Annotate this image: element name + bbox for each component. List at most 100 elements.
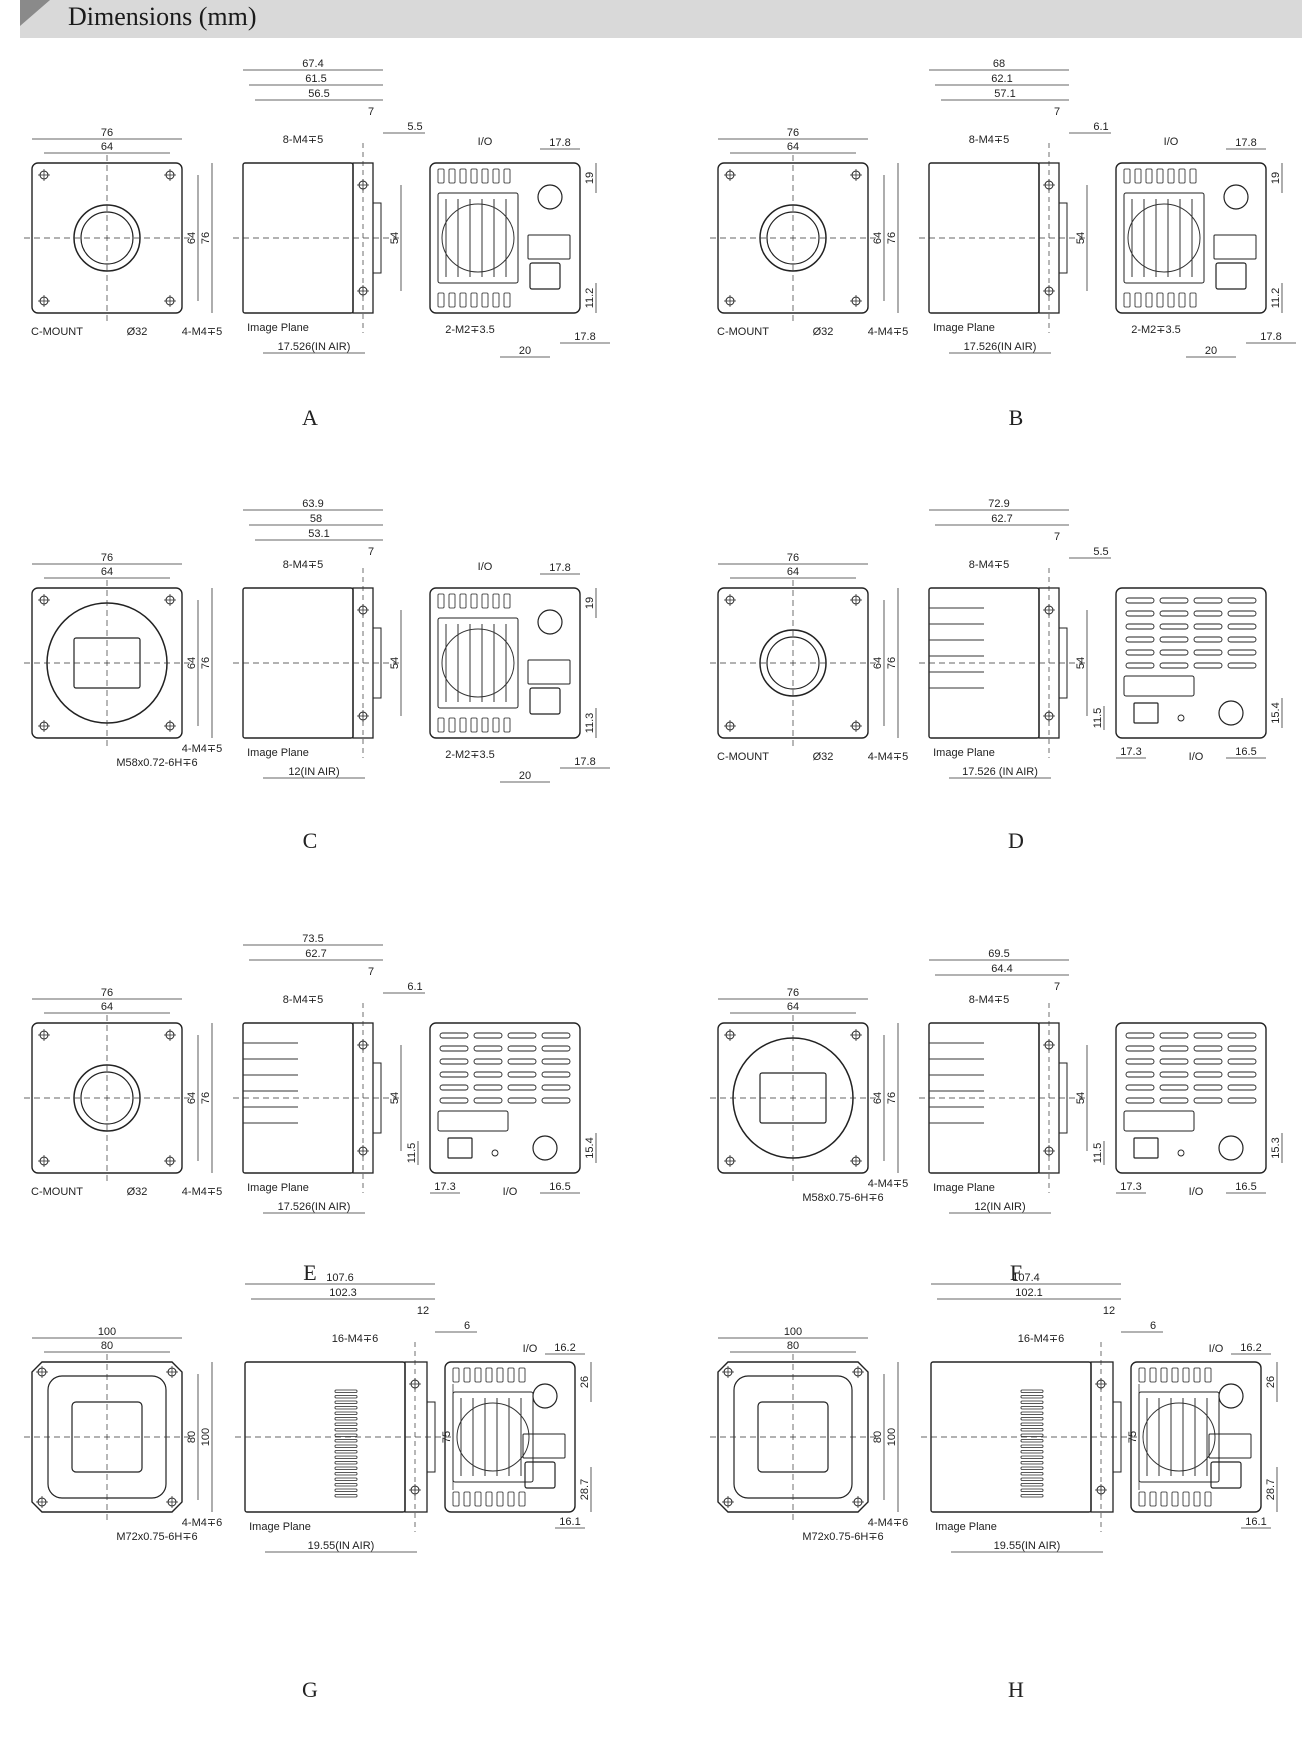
note-label: I/O bbox=[523, 1343, 538, 1355]
panel-label: G bbox=[302, 1677, 318, 1702]
io-connector-icon bbox=[1218, 1135, 1244, 1161]
dimension-label: 76 bbox=[886, 232, 898, 244]
dimension-label: 7 bbox=[1054, 531, 1060, 543]
dimension-label: 80 bbox=[787, 1340, 799, 1352]
note-label: M58x0.75-6H∓6 bbox=[802, 1192, 883, 1204]
io-connector-icon bbox=[1223, 184, 1249, 210]
dimension-label: 20 bbox=[1205, 345, 1217, 357]
dimension-label: 20 bbox=[519, 770, 531, 782]
camera-front-body bbox=[717, 1022, 869, 1174]
note-label: 4-M4∓6 bbox=[868, 1517, 908, 1529]
dimension-label: 64 bbox=[787, 141, 799, 153]
camera-back-body bbox=[429, 587, 581, 739]
dimension-label: 17.8 bbox=[1260, 331, 1281, 343]
note-label: 8-M4∓5 bbox=[969, 994, 1009, 1006]
dimension-label: 12(IN AIR) bbox=[288, 766, 339, 778]
note-label: 2-M2∓3.5 bbox=[1131, 324, 1181, 336]
fan-icon bbox=[1127, 203, 1201, 273]
note-label: C-MOUNT bbox=[31, 1186, 83, 1198]
dimension-label: 17.526(IN AIR) bbox=[278, 341, 351, 353]
fan-icon bbox=[1142, 1402, 1216, 1472]
dimension-label: 16.5 bbox=[1235, 746, 1256, 758]
panel-label: C bbox=[303, 828, 318, 853]
note-label: I/O bbox=[503, 1186, 518, 1198]
dimension-label: 11.5 bbox=[1092, 1143, 1104, 1164]
ethernet-port-icon bbox=[447, 1137, 473, 1159]
dimension-label: 28.7 bbox=[1265, 1479, 1277, 1500]
header-wedge-icon bbox=[20, 0, 50, 26]
panel-label: D bbox=[1008, 828, 1024, 853]
dimension-label: 54 bbox=[389, 232, 401, 244]
camera-back-body bbox=[429, 1022, 581, 1174]
dimension-label: 7 bbox=[368, 546, 374, 558]
panel-label: F bbox=[1010, 1260, 1022, 1285]
camera-front-body bbox=[717, 162, 869, 314]
dimension-label: 76 bbox=[787, 987, 799, 999]
note-label: 8-M4∓5 bbox=[283, 559, 323, 571]
panel-label: E bbox=[303, 1260, 316, 1285]
note-label: 4-M4∓5 bbox=[182, 743, 222, 755]
dimension-label: 17.3 bbox=[434, 1181, 455, 1193]
dimension-label: 64 bbox=[186, 232, 198, 244]
dimension-label: 64 bbox=[186, 657, 198, 669]
camera-front-body bbox=[31, 587, 183, 739]
ethernet-port-icon bbox=[529, 687, 561, 715]
dimension-label: 68 bbox=[993, 58, 1005, 70]
camera-back-body bbox=[1115, 587, 1267, 739]
note-label: Image Plane bbox=[935, 1521, 997, 1533]
camera-back-body bbox=[1130, 1361, 1262, 1513]
note-label: C-MOUNT bbox=[31, 326, 83, 338]
dimension-label: 80 bbox=[101, 1340, 113, 1352]
dimension-label: 19.55(IN AIR) bbox=[308, 1540, 375, 1552]
dimension-label: 75 bbox=[441, 1431, 453, 1443]
dimension-label: 17.8 bbox=[549, 562, 570, 574]
ethernet-port-icon bbox=[1215, 262, 1247, 290]
note-label: Image Plane bbox=[247, 1182, 309, 1194]
dimension-label: 19 bbox=[1270, 172, 1282, 184]
dimension-label: 15.4 bbox=[1270, 702, 1282, 723]
fan-icon bbox=[441, 203, 515, 273]
section-header: Dimensions (mm) bbox=[20, 0, 1302, 38]
dimension-label: 76 bbox=[200, 657, 212, 669]
dimension-label: 54 bbox=[1075, 657, 1087, 669]
note-label: Image Plane bbox=[933, 322, 995, 334]
dimension-label: 64 bbox=[101, 1001, 113, 1013]
dimension-label: 76 bbox=[101, 987, 113, 999]
note-label: Ø32 bbox=[127, 1186, 148, 1198]
note-label: Image Plane bbox=[249, 1521, 311, 1533]
io-connector-icon bbox=[1218, 700, 1244, 726]
dimension-label: 15.3 bbox=[1270, 1137, 1282, 1158]
dimension-label: 67.4 bbox=[302, 58, 323, 70]
io-connector-icon bbox=[537, 609, 563, 635]
panel-label: B bbox=[1009, 405, 1024, 430]
dimension-label: 11.5 bbox=[406, 1143, 418, 1164]
dimension-label: 80 bbox=[872, 1431, 884, 1443]
dimension-label: 100 bbox=[886, 1428, 898, 1446]
dimension-label: 102.1 bbox=[1015, 1287, 1043, 1299]
note-label: Ø32 bbox=[813, 326, 834, 338]
dimension-label: 6 bbox=[464, 1320, 470, 1332]
note-label: I/O bbox=[1164, 136, 1179, 148]
dimension-label: 69.5 bbox=[988, 948, 1009, 960]
dimension-label: 17.526(IN AIR) bbox=[278, 1201, 351, 1213]
dimension-label: 12 bbox=[417, 1305, 429, 1317]
dimension-label: 17.3 bbox=[1120, 1181, 1141, 1193]
dimension-label: 6.1 bbox=[407, 981, 422, 993]
io-connector-icon bbox=[532, 1135, 558, 1161]
dimension-label: 17.8 bbox=[549, 137, 570, 149]
dimension-label: 11.2 bbox=[1270, 288, 1282, 309]
note-label: I/O bbox=[1189, 751, 1204, 763]
dimension-label: 17.8 bbox=[574, 756, 595, 768]
note-label: 4-M4∓5 bbox=[868, 751, 908, 763]
note-label: C-MOUNT bbox=[717, 751, 769, 763]
